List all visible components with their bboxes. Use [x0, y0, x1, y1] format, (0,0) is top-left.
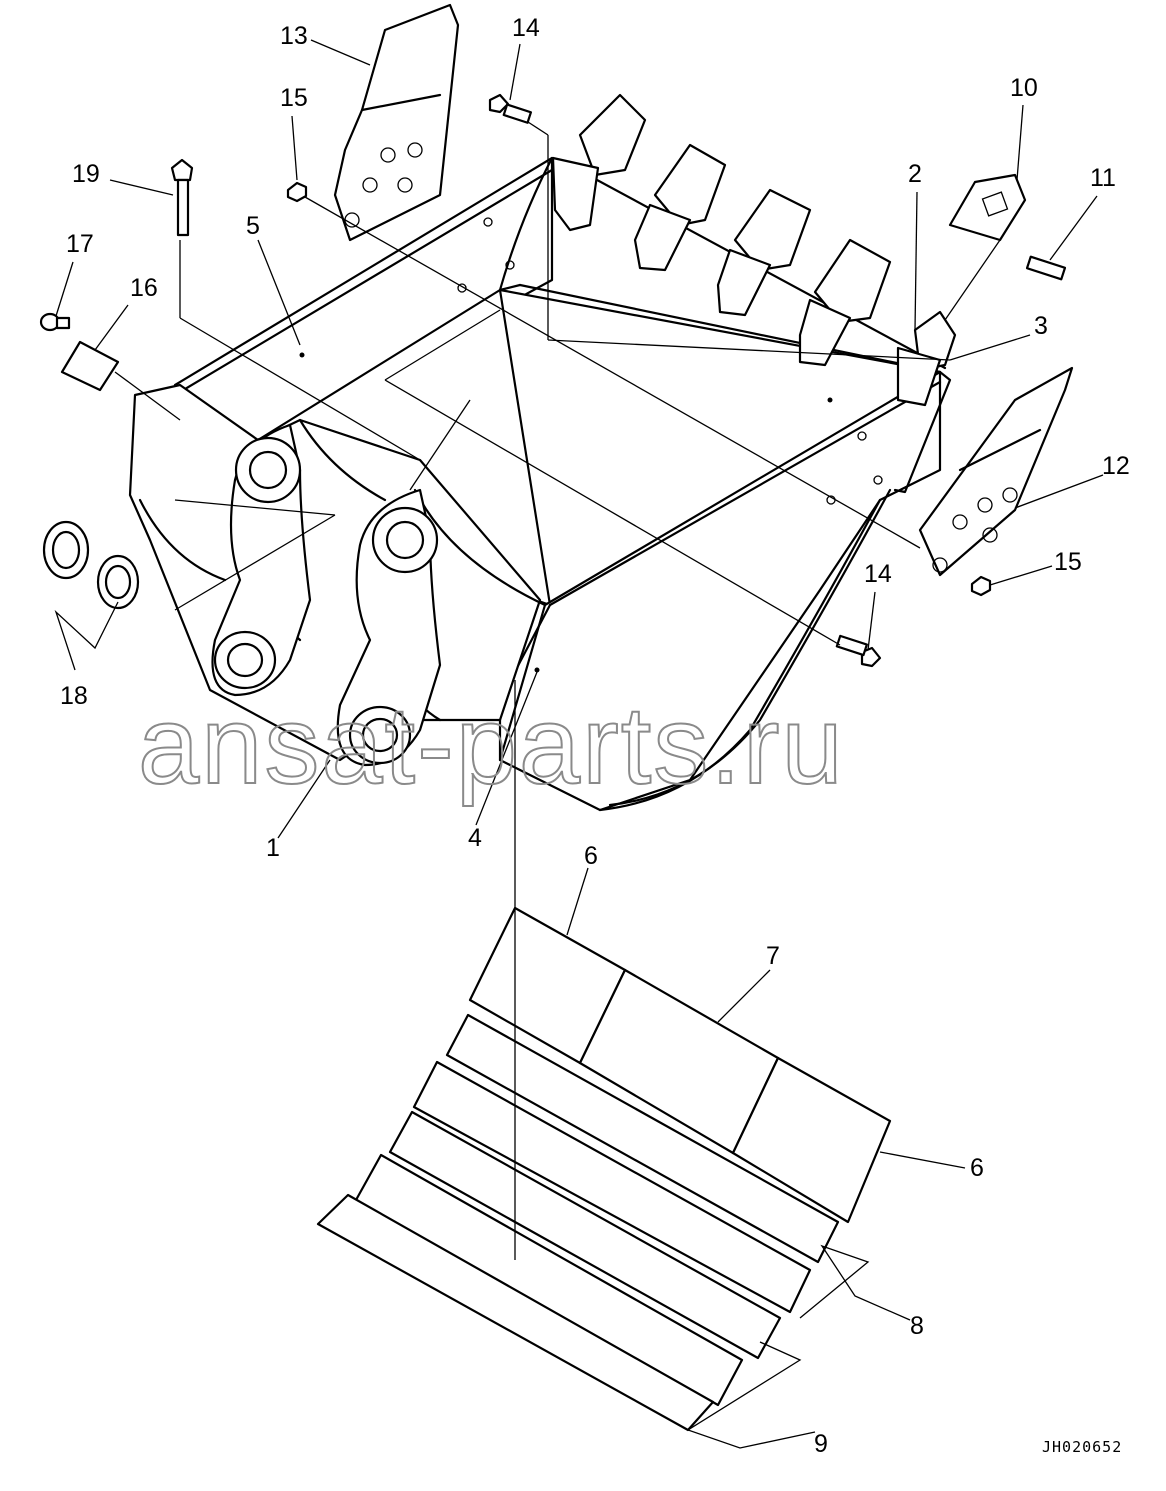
callout-7: 7 — [766, 942, 780, 970]
callout-3: 3 — [1034, 312, 1048, 340]
side-cutter-left — [333, 3, 460, 242]
callout-6-top: 6 — [584, 842, 598, 870]
side-cutter-left-crease — [360, 93, 442, 112]
shims — [42, 520, 140, 610]
callout-17: 17 — [66, 230, 94, 258]
side-cutter-right-crease — [958, 428, 1042, 472]
callout-19: 19 — [72, 160, 100, 188]
bolt-lower — [835, 634, 882, 668]
leader-lines — [54, 39, 1104, 1449]
callout-10: 10 — [1010, 74, 1038, 102]
callout-8: 8 — [910, 1312, 924, 1340]
drawing-code: JH020652 — [1042, 1438, 1122, 1456]
callout-9: 9 — [814, 1430, 828, 1458]
callout-16: 16 — [130, 274, 158, 302]
callout-14-top: 14 — [512, 14, 540, 42]
callout-13: 13 — [280, 22, 308, 50]
callout-11: 11 — [1090, 164, 1116, 192]
tooth-3 — [716, 188, 812, 317]
tooth-point — [948, 173, 1027, 242]
bucket-teeth — [551, 93, 957, 407]
tooth-pin — [1025, 255, 1067, 281]
name-plate — [60, 340, 120, 392]
wear-strips-8-9 — [316, 1013, 840, 1432]
callout-15-top: 15 — [280, 84, 308, 112]
side-cutter-right — [918, 366, 1074, 577]
callout-4: 4 — [468, 824, 482, 852]
tooth-2 — [633, 143, 727, 272]
callout-2: 2 — [908, 160, 922, 188]
callout-1: 1 — [266, 834, 280, 862]
tooth-1 — [551, 93, 647, 232]
side-cutter-tooth — [896, 310, 957, 407]
callout-12: 12 — [1102, 452, 1130, 480]
watermark: ansat-parts.ru — [138, 684, 845, 807]
callout-15-bottom: 15 — [1054, 548, 1082, 576]
callout-14-bottom: 14 — [864, 560, 892, 588]
side-cutter-right-holes — [932, 487, 1018, 573]
bolt-upper — [488, 93, 533, 124]
tooth-point-slot — [981, 191, 1009, 217]
callout-numbers: 13 14 15 19 5 17 16 10 11 2 3 12 15 14 1… — [60, 14, 1130, 1458]
bucket-body — [128, 156, 952, 812]
callout-18: 18 — [60, 682, 88, 710]
grease-fitting — [39, 312, 71, 332]
tooth-4 — [798, 238, 892, 367]
nut-lower — [970, 575, 992, 597]
nut-upper — [286, 181, 308, 203]
callout-5: 5 — [246, 212, 260, 240]
long-bolt — [170, 158, 194, 237]
callout-6-right: 6 — [970, 1154, 984, 1182]
side-cutter-left-holes — [344, 142, 423, 228]
wear-plates-6-7 — [468, 906, 892, 1224]
